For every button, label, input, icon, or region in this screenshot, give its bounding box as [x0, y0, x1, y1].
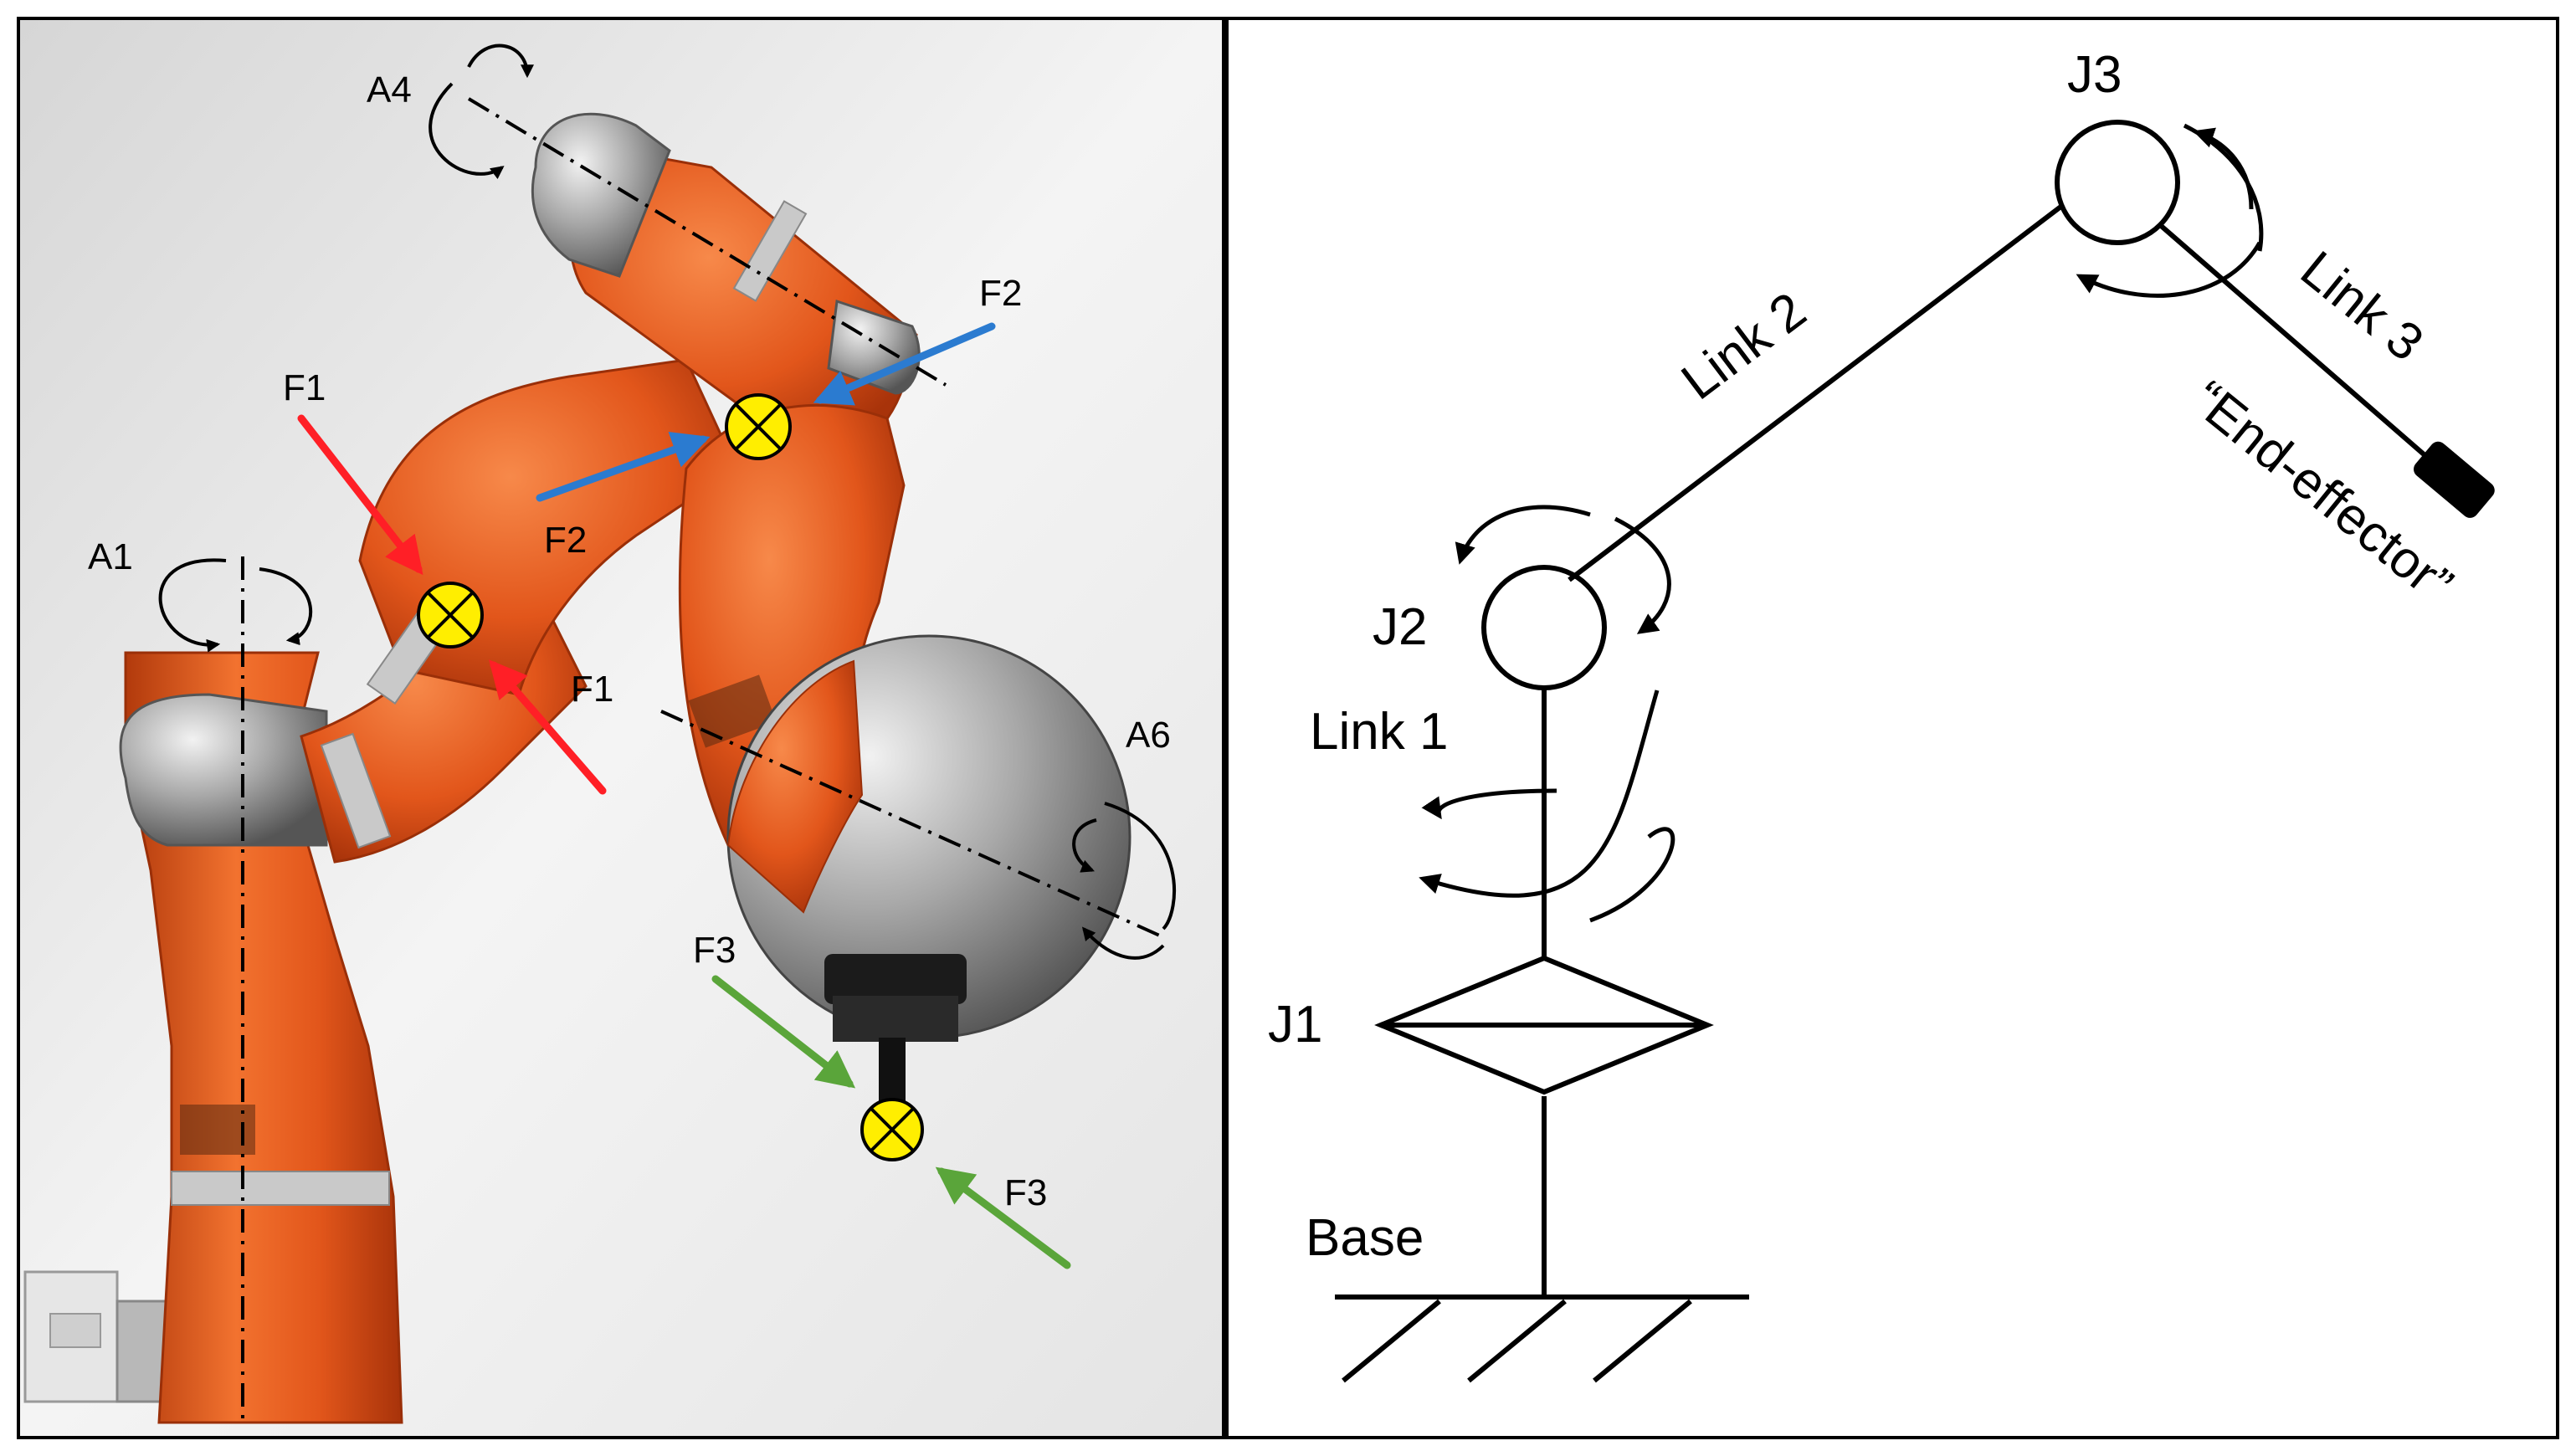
j1-label: J1 — [1268, 996, 1322, 1054]
j3-rotation-arrow-lower — [2076, 241, 2262, 298]
j2-rotation-arrow-lower — [1614, 516, 1671, 634]
f3-label-top: F3 — [693, 930, 736, 971]
schematic-rotation-arrows — [1419, 123, 2264, 923]
link2-line — [1568, 203, 2065, 582]
j1-rotation-arrow-lower — [1419, 690, 1660, 898]
schematic-background — [1225, 17, 2559, 1439]
j3-joint-circle — [2055, 120, 2180, 245]
j1-rotation-arc — [1589, 827, 1675, 923]
j1-rotation-arrow-upper — [1421, 788, 1557, 820]
f1-label-bottom: F1 — [571, 669, 613, 710]
end-effector-block — [2414, 441, 2495, 518]
a1-rotation-arrow-left — [158, 558, 227, 653]
shoulder-ring — [320, 732, 392, 849]
a1-label: A1 — [88, 536, 133, 577]
f2-label-bottom: F2 — [544, 520, 587, 561]
kinematic-schematic-panel: J1 J2 J3 Link 1 Link 2 Link 3 “End-effec… — [1225, 17, 2559, 1439]
a4-rotation-arrow-upper — [467, 44, 534, 79]
force-arrows — [297, 322, 1071, 1269]
j2-rotation-arrow-upper — [1455, 505, 1591, 565]
robot-body — [119, 112, 1131, 1424]
a1-gray-cap — [119, 693, 328, 847]
elbow-ring — [732, 200, 808, 302]
a4-gray-cap-left — [531, 112, 671, 278]
sensor-markers — [417, 393, 924, 1161]
rotation-arrows — [158, 44, 1177, 960]
f3-sensor-marker — [860, 1098, 924, 1161]
rotation-axes — [241, 97, 1164, 1423]
robot-photo-panel: A1 A4 A6 F1 F1 F2 F2 F3 F3 — [17, 17, 1225, 1439]
a4-axis-line — [467, 97, 947, 387]
j3-label: J3 — [2067, 46, 2122, 104]
a6-rotation-arrow-upper — [1072, 818, 1097, 873]
f1-label-top: F1 — [283, 367, 326, 408]
schematic-structure — [1335, 120, 2437, 1383]
a6-axis-line — [660, 710, 1164, 939]
flange-top — [824, 954, 967, 1004]
ground-hatch-1 — [1342, 1299, 1441, 1383]
f2-arrow-bottom — [536, 431, 711, 502]
ground-hatch-2 — [1467, 1299, 1567, 1383]
f1-arrow-bottom — [489, 659, 607, 795]
a4-rotation-arrow-lower — [428, 82, 505, 180]
f3-arrow-bottom — [935, 1166, 1071, 1269]
base-label: Base — [1306, 1209, 1424, 1267]
f2-label-top: F2 — [979, 273, 1022, 314]
a6-label: A6 — [1126, 715, 1171, 756]
link3-line — [2158, 222, 2437, 467]
f1-sensor-marker — [417, 582, 484, 649]
a6-rotation-arrow-lower — [1081, 926, 1165, 960]
a4-label: A4 — [367, 69, 412, 110]
a1-rotation-arrow-right — [259, 567, 313, 646]
j2-label: J2 — [1373, 598, 1427, 656]
f3-label-bottom: F3 — [1004, 1172, 1047, 1213]
ground-hatch-3 — [1593, 1299, 1692, 1383]
brand-plate-upper — [688, 674, 777, 748]
j3-rotation-arrow-upper — [2193, 127, 2254, 210]
f3-arrow-top — [711, 975, 856, 1089]
a6-rotation-arc — [1104, 802, 1177, 931]
flange-bottom — [833, 996, 958, 1042]
j2-joint-circle — [1481, 565, 1607, 690]
link1-label: Link 1 — [1310, 703, 1448, 761]
f2-sensor-marker — [725, 393, 792, 460]
f2-arrow-top — [813, 322, 996, 406]
photo-labels: A1 A4 A6 F1 F1 F2 F2 F3 F3 — [88, 69, 1171, 1213]
base-ring — [171, 1171, 390, 1206]
f1-arrow-top — [297, 414, 423, 576]
